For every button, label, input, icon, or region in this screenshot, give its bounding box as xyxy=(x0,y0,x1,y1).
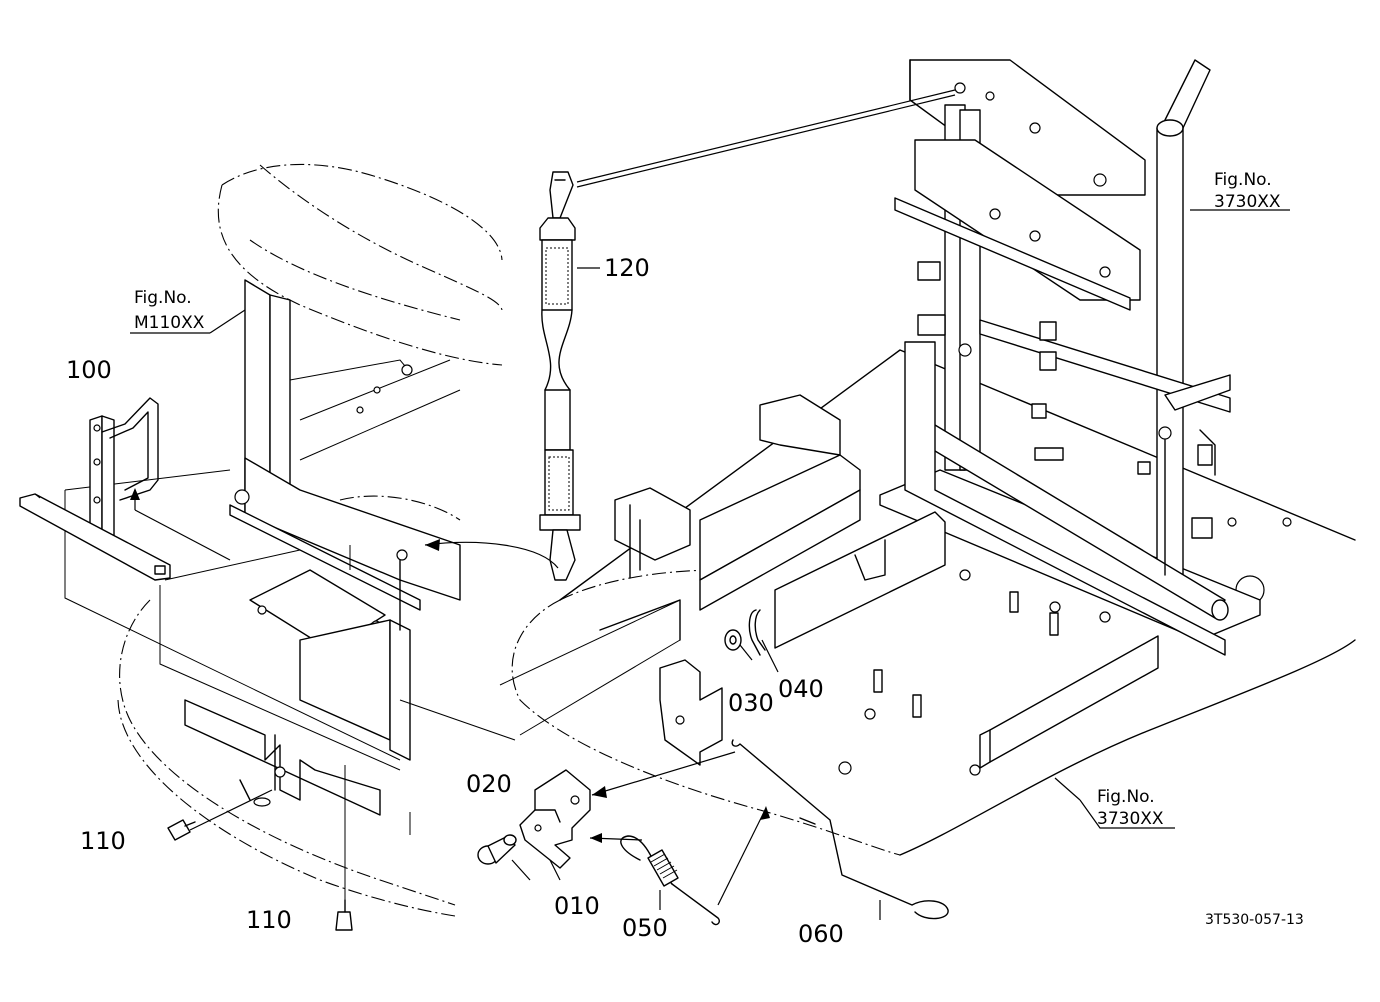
cotter-pin xyxy=(748,609,766,656)
label-060: 060 xyxy=(798,920,844,948)
leaders xyxy=(130,89,1290,920)
label-010: 010 xyxy=(554,892,600,920)
fender-outline xyxy=(117,569,901,917)
pin xyxy=(477,834,517,865)
handle-bracket xyxy=(19,397,171,581)
strap xyxy=(539,171,581,581)
fig-ref-m110-number: M110XX xyxy=(134,313,205,333)
rod xyxy=(731,739,949,920)
tool-box xyxy=(614,394,946,649)
seat-frame xyxy=(894,59,1231,656)
latch-bracket xyxy=(499,599,723,766)
label-050: 050 xyxy=(622,914,668,942)
spring xyxy=(620,835,721,926)
fig-ref-frame-number: 3730XX xyxy=(1214,192,1281,212)
washer xyxy=(724,629,742,651)
fig-ref-frame-title: Fig.No. xyxy=(1214,170,1272,190)
left-support xyxy=(184,279,461,816)
label-120: 120 xyxy=(604,254,650,282)
bolt-110-lower xyxy=(335,899,353,931)
label-040: 040 xyxy=(778,675,824,703)
hood-outline xyxy=(217,163,503,521)
label-100: 100 xyxy=(66,356,112,384)
bolt-110-upper xyxy=(167,819,196,841)
latch-plate xyxy=(519,769,591,869)
fig-ref-base-title: Fig.No. xyxy=(1097,787,1155,807)
label-020: 020 xyxy=(466,770,512,798)
label-110-upper: 110 xyxy=(80,827,126,855)
label-030: 030 xyxy=(728,689,774,717)
drawing-id: 3T530-057-13 xyxy=(1205,912,1304,928)
fig-ref-m110-title: Fig.No. xyxy=(134,288,192,308)
label-110-lower: 110 xyxy=(246,906,292,934)
fig-ref-base-number: 3730XX xyxy=(1097,809,1164,829)
